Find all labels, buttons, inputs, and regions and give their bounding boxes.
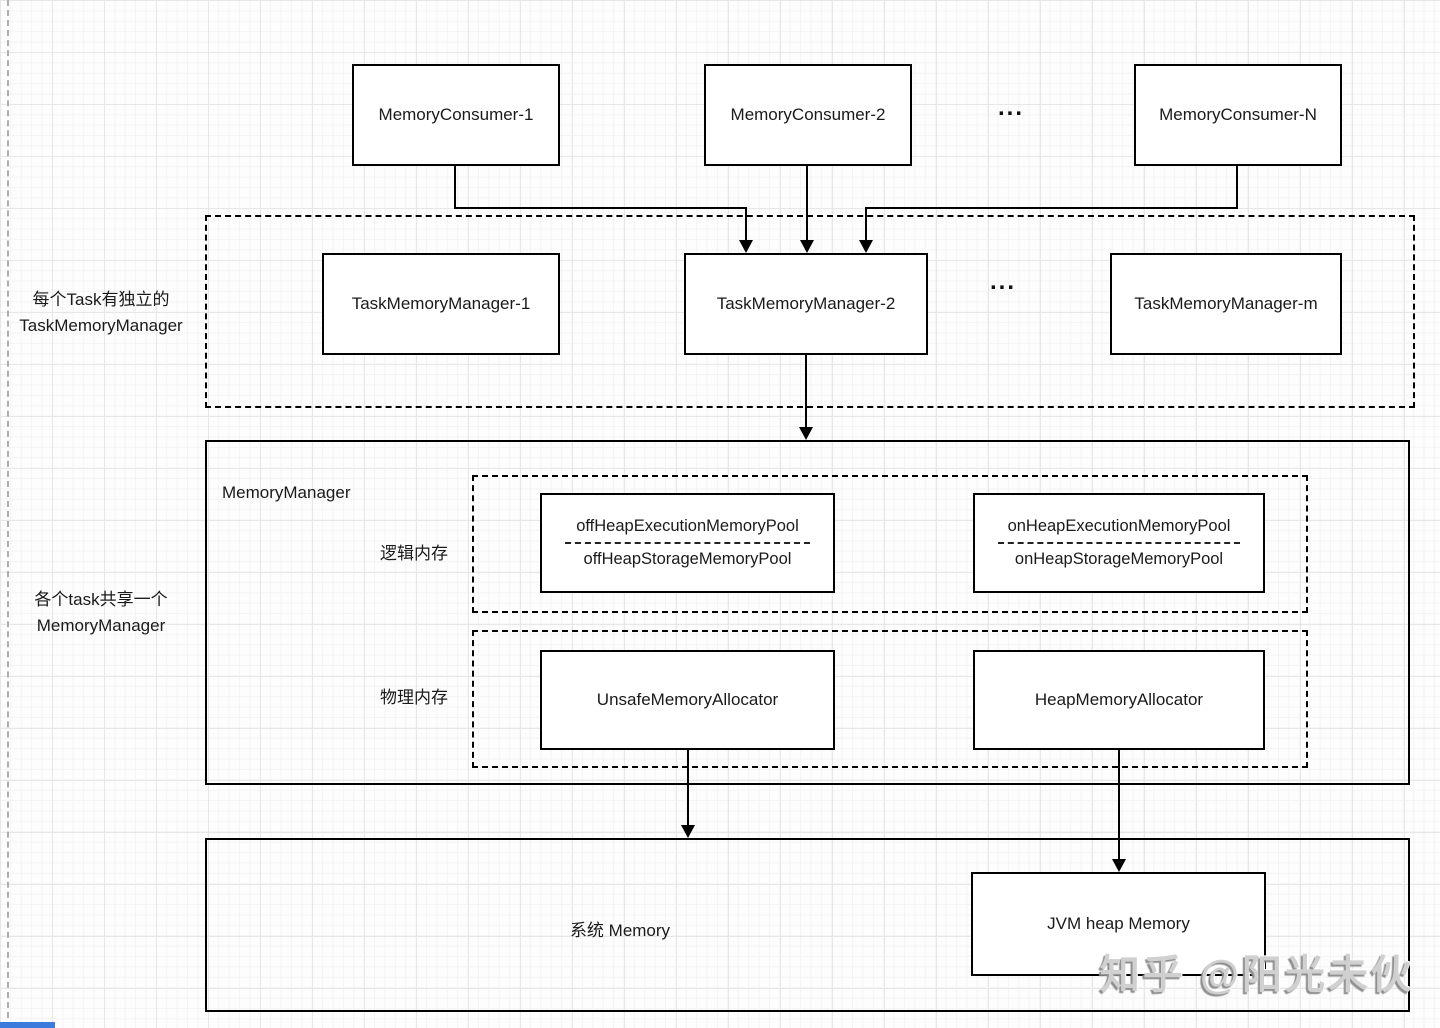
task-memory-manager-m-box: TaskMemoryManager-m: [1110, 253, 1342, 355]
arrowhead-mc2: [800, 240, 814, 253]
offheap-pool-divider: [565, 542, 810, 544]
jvm-heap-memory-label: JVM heap Memory: [1047, 914, 1190, 933]
memory-consumer-2-label: MemoryConsumer-2: [730, 105, 886, 124]
offheap-memory-pool-box: offHeapExecutionMemoryPool offHeapStorag…: [540, 493, 835, 593]
memory-consumer-1-box: MemoryConsumer-1: [352, 64, 560, 166]
memory-manager-box: [205, 440, 1410, 785]
connector-mc1-vertical: [454, 166, 456, 209]
task-memory-manager-group: [205, 215, 1415, 408]
onheap-memory-pool-box: onHeapExecutionMemoryPool onHeapStorageM…: [973, 493, 1265, 593]
bottom-accent-bar: [0, 1022, 55, 1028]
memory-consumer-1-label: MemoryConsumer-1: [378, 105, 534, 124]
memory-manager-side-label-line2: MemoryManager: [36, 616, 166, 635]
heap-memory-allocator-label: HeapMemoryAllocator: [1034, 690, 1204, 709]
unsafe-memory-allocator-box: UnsafeMemoryAllocator: [540, 650, 835, 750]
task-memory-manager-1-box: TaskMemoryManager-1: [322, 253, 560, 355]
connector-unsafe-to-system: [687, 750, 689, 826]
connector-heap-to-jvm: [1118, 750, 1120, 860]
arrowhead-heap-to-jvm: [1112, 859, 1126, 872]
consumers-ellipsis: ...: [998, 94, 1025, 121]
arrowhead-mcn: [859, 240, 873, 253]
connector-mcn-drop: [865, 207, 867, 241]
task-layer-ellipsis: ...: [990, 268, 1017, 295]
offheap-storage-pool-label: offHeapStorageMemoryPool: [583, 550, 792, 568]
unsafe-memory-allocator-label: UnsafeMemoryAllocator: [596, 690, 779, 709]
system-memory-box: [205, 838, 1410, 1012]
heap-memory-allocator-box: HeapMemoryAllocator: [973, 650, 1265, 750]
task-layer-side-label: 每个Task有独立的 TaskMemoryManager: [0, 287, 202, 339]
connector-mcn-vertical: [1236, 166, 1238, 209]
connector-mc1-horizontal: [454, 207, 747, 209]
task-memory-manager-m-label: TaskMemoryManager-m: [1134, 294, 1318, 313]
onheap-execution-pool-label: onHeapExecutionMemoryPool: [1007, 517, 1231, 535]
zhihu-watermark: 知乎 @阳光未伙: [1099, 953, 1414, 997]
onheap-storage-pool-label: onHeapStorageMemoryPool: [1014, 550, 1224, 568]
memory-consumer-n-box: MemoryConsumer-N: [1134, 64, 1342, 166]
arrowhead-tmm2-to-mm: [799, 427, 813, 440]
memory-consumer-n-label: MemoryConsumer-N: [1159, 105, 1317, 124]
task-memory-manager-2-label: TaskMemoryManager-2: [716, 294, 896, 313]
logical-memory-label: 逻辑内存: [380, 544, 448, 563]
memory-consumer-2-box: MemoryConsumer-2: [704, 64, 912, 166]
task-layer-side-label-line1: 每个Task有独立的: [32, 290, 170, 309]
connector-mcn-horizontal: [865, 207, 1238, 209]
task-memory-manager-2-box: TaskMemoryManager-2: [684, 253, 928, 355]
task-layer-side-label-line2: TaskMemoryManager: [19, 316, 183, 335]
jvm-heap-memory-box: JVM heap Memory: [971, 872, 1266, 976]
onheap-pool-divider: [998, 542, 1240, 544]
physical-memory-group: [472, 630, 1308, 768]
arrowhead-mc1: [739, 240, 753, 253]
offheap-execution-pool-label: offHeapExecutionMemoryPool: [576, 517, 799, 535]
physical-memory-label: 物理内存: [380, 688, 448, 707]
canvas-page-edge: [7, 0, 9, 1028]
connector-mc1-drop: [745, 207, 747, 241]
connector-tmm2-to-mm: [805, 355, 807, 428]
memory-manager-side-label: 各个task共享一个 MemoryManager: [0, 587, 202, 639]
connector-mc2-vertical: [806, 166, 808, 241]
task-memory-manager-1-label: TaskMemoryManager-1: [351, 294, 531, 313]
system-memory-label: 系统 Memory: [569, 921, 671, 940]
logical-memory-group: [472, 475, 1308, 613]
memory-manager-side-label-line1: 各个task共享一个: [34, 590, 168, 609]
arrowhead-unsafe-to-system: [681, 825, 695, 838]
memory-manager-title: MemoryManager: [222, 483, 351, 502]
